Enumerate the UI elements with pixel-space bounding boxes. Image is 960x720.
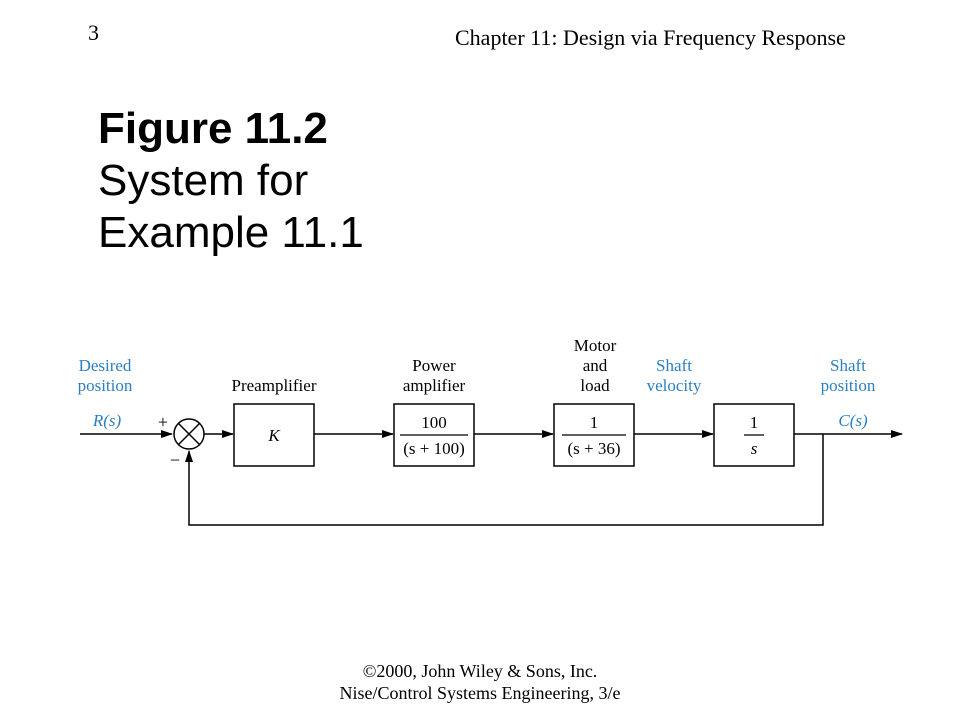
figure-caption-line2: Example 11.1 bbox=[98, 208, 364, 257]
input-label-line1: Desired bbox=[79, 356, 132, 375]
figure-number: Figure 11.2 bbox=[98, 104, 328, 153]
figure-title: Figure 11.2 System for Example 11.1 bbox=[98, 103, 364, 259]
power-amp-label-line1: Power bbox=[412, 356, 456, 375]
motor-label-line1: Motor bbox=[574, 336, 617, 355]
figure-caption-line1: System for bbox=[98, 156, 309, 205]
output-label-line1: Shaft bbox=[830, 356, 866, 375]
power-amp-numerator: 100 bbox=[421, 413, 447, 432]
integrator-denominator: s bbox=[751, 439, 758, 458]
preamp-label: Preamplifier bbox=[232, 376, 317, 395]
summing-junction bbox=[173, 418, 205, 450]
output-label-line2: position bbox=[821, 376, 876, 395]
integrator-numerator: 1 bbox=[750, 413, 759, 432]
output-signal-label: C(s) bbox=[838, 411, 868, 430]
motor-label-line2: and bbox=[583, 356, 608, 375]
preamp-block bbox=[233, 403, 315, 467]
motor-label-line3: load bbox=[580, 376, 610, 395]
plus-sign: + bbox=[158, 412, 168, 432]
input-label-line2: position bbox=[78, 376, 133, 395]
power-amp-label-line2: amplifier bbox=[403, 376, 466, 395]
motor-denominator: (s + 36) bbox=[567, 439, 620, 458]
book-reference-line: Nise/Control Systems Engineering, 3/e bbox=[339, 683, 621, 703]
page-number: 3 bbox=[88, 20, 99, 45]
velocity-label-line2: velocity bbox=[647, 376, 702, 395]
minus-sign: − bbox=[170, 450, 180, 470]
velocity-label-line1: Shaft bbox=[656, 356, 692, 375]
power-amp-denominator: (s + 100) bbox=[403, 439, 465, 458]
chapter-title: Chapter 11: Design via Frequency Respons… bbox=[455, 25, 846, 50]
copyright-line: ©2000, John Wiley & Sons, Inc. bbox=[362, 661, 598, 681]
footer: ©2000, John Wiley & Sons, Inc. Nise/Cont… bbox=[0, 660, 960, 704]
preamp-gain: K bbox=[267, 426, 281, 445]
motor-numerator: 1 bbox=[590, 413, 599, 432]
input-signal-label: R(s) bbox=[92, 411, 122, 430]
feedback-path bbox=[185, 434, 824, 526]
